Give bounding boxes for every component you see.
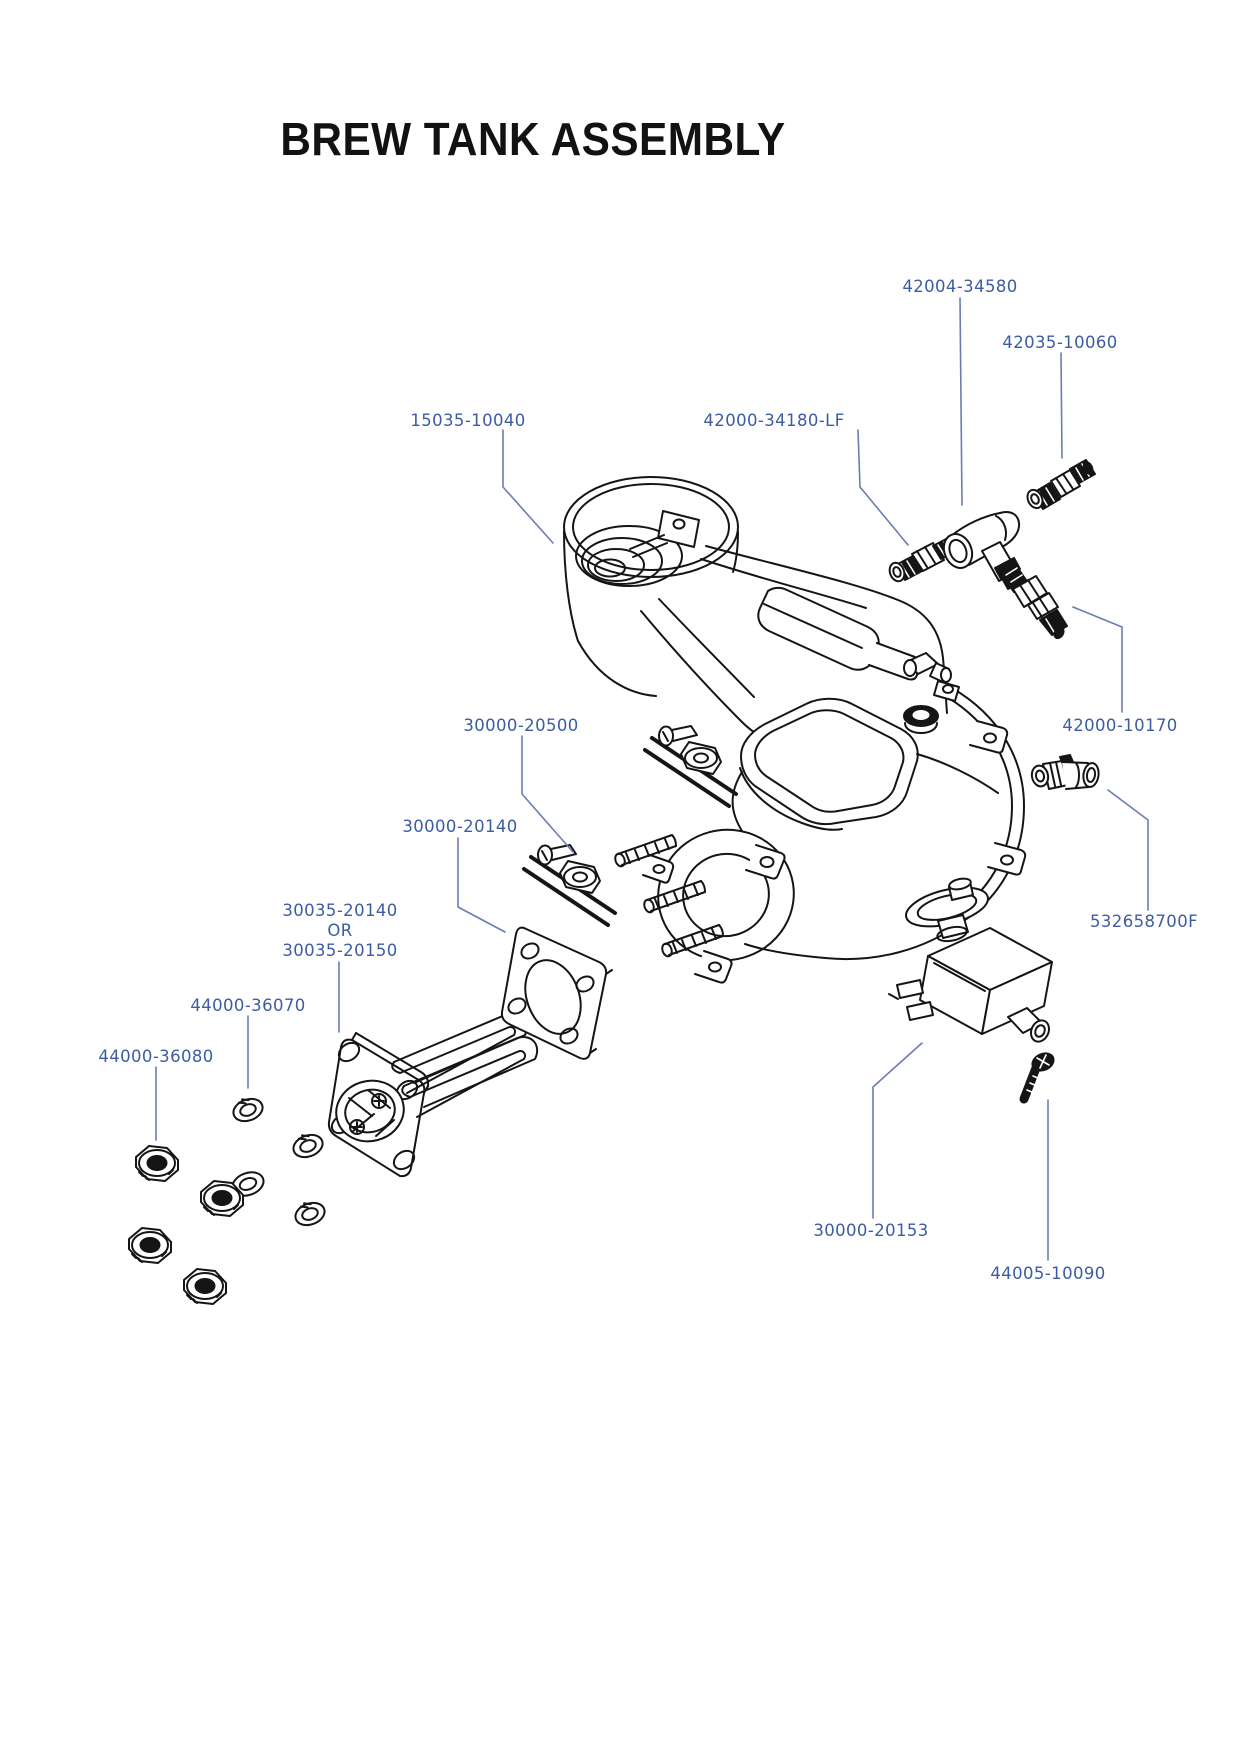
nipple-fitting-42035-10060-drawing	[1026, 459, 1096, 510]
leader-30000-20153	[872, 1042, 923, 1219]
group-head-ring-drawing	[563, 476, 739, 697]
check-valve-42000-10170-drawing	[1000, 562, 1068, 640]
nuts-washers-drawing	[128, 1092, 329, 1305]
page-title: BREW TANK ASSEMBLY	[280, 113, 786, 165]
leader-15035-10040	[502, 429, 554, 544]
tank-top-plate-drawing	[739, 652, 952, 831]
part-label-42035-10060: 42035-10060	[1002, 333, 1118, 352]
part-label-42000-10170: 42000-10170	[1062, 716, 1178, 735]
heating-element-drawing	[327, 1012, 539, 1178]
valve-assembly-drawing	[888, 877, 1053, 1043]
element-gasket-drawing	[500, 926, 613, 1060]
part-label-44000-36080: 44000-36080	[98, 1047, 214, 1066]
leader-42004-34580	[959, 297, 963, 506]
leader-30000-20500	[521, 735, 574, 853]
tank-body-drawing	[612, 680, 1027, 984]
leader-30000-20140	[457, 837, 506, 933]
part-label-30035-20140: 30035-20140	[282, 901, 398, 920]
elbow-fitting-532658700f-drawing	[1030, 754, 1100, 790]
or-separator: OR	[327, 921, 353, 940]
leader-lines	[155, 297, 1149, 1261]
screw-drawing	[1019, 1052, 1055, 1104]
part-label-532658700f: 532658700F	[1090, 912, 1198, 931]
part-label-30000-20153: 30000-20153	[813, 1221, 929, 1240]
leader-532658700f	[1107, 789, 1149, 911]
leader-42000-34180-lf	[857, 429, 909, 546]
part-label-30035-20150: 30035-20150	[282, 941, 398, 960]
part-label-30035-20140-or-30035-20150: 30035-20140 OR 30035-20150	[282, 901, 397, 961]
part-label-30000-20140: 30000-20140	[402, 817, 518, 836]
clip-screw-drawing	[522, 724, 738, 927]
part-label-44000-36070: 44000-36070	[190, 996, 306, 1015]
part-label-44005-10090: 44005-10090	[990, 1264, 1106, 1283]
part-label-42004-34580: 42004-34580	[902, 277, 1018, 296]
leader-42000-10170	[1072, 606, 1123, 713]
part-label-42000-34180-lf: 42000-34180-LF	[703, 411, 845, 430]
part-label-15035-10040: 15035-10040	[410, 411, 526, 430]
part-label-30000-20500: 30000-20500	[463, 716, 579, 735]
leader-42035-10060	[1060, 352, 1063, 459]
